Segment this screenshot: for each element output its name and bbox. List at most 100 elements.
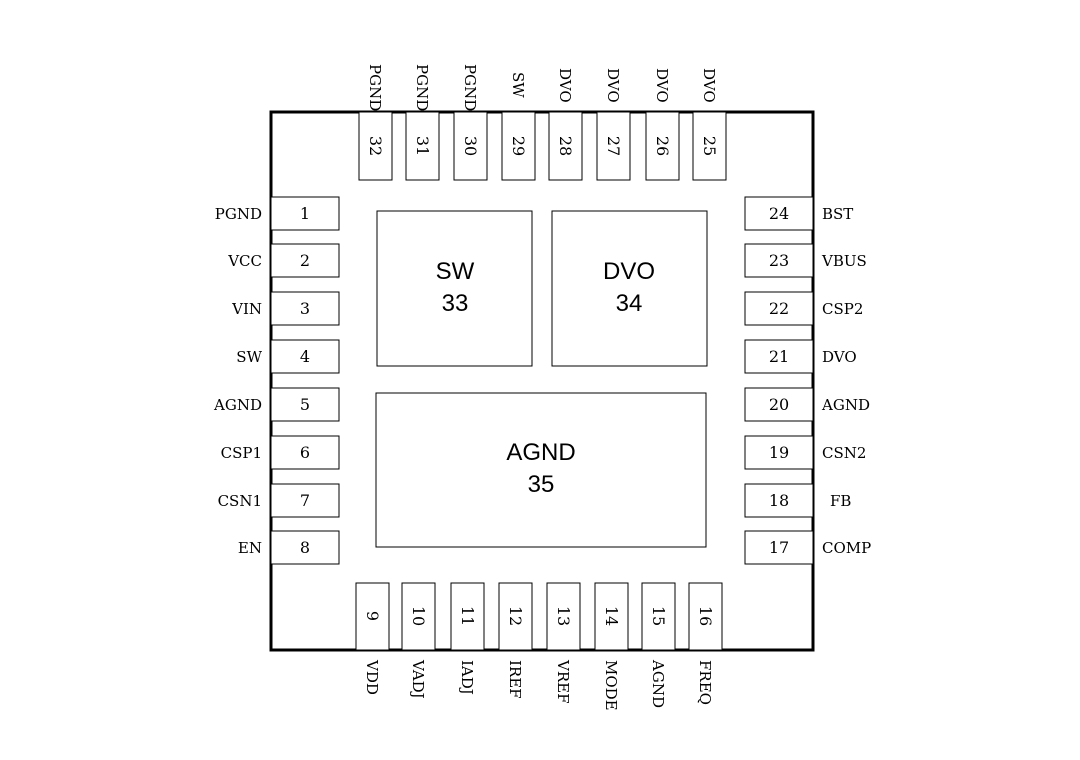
pin-2: 2 VCC xyxy=(227,243,340,278)
pin-20: 20 AGND xyxy=(744,387,870,422)
pin-name: CSN2 xyxy=(822,444,866,462)
pin-name: AGND xyxy=(213,396,262,414)
pin-name: VADJ xyxy=(409,659,427,699)
pin-number: 12 xyxy=(506,606,525,626)
pin-number: 14 xyxy=(602,606,621,626)
pin-name: DVO xyxy=(700,68,718,103)
exposed-pad-34: DVO 34 xyxy=(551,210,708,367)
package-body xyxy=(269,110,815,652)
pin-number: 11 xyxy=(458,606,477,626)
pin-number: 4 xyxy=(300,347,310,366)
pin-name: IADJ xyxy=(458,660,476,695)
pin-13: 13 VREF xyxy=(546,582,581,703)
pin-12: 12 IREF xyxy=(498,582,533,699)
pin-number: 8 xyxy=(300,538,310,557)
pin-15: 15 AGND xyxy=(641,582,676,708)
pin-name: CSN1 xyxy=(218,492,262,510)
pin-name: PGND xyxy=(413,64,431,111)
pin-name: CSP1 xyxy=(221,444,262,462)
pin-name: EN xyxy=(238,539,262,557)
pin-16: 16 FREQ xyxy=(688,582,723,705)
pin-32: 32 PGND xyxy=(358,64,393,181)
pin-number: 24 xyxy=(769,204,789,223)
pin-number: 18 xyxy=(769,491,789,510)
pad-name: DVO xyxy=(603,258,655,285)
pin-number: 30 xyxy=(461,136,480,156)
pin-6: 6 CSP1 xyxy=(221,435,340,470)
pin-name: VBUS xyxy=(821,252,867,270)
pin-26: 26 DVO xyxy=(645,68,680,181)
left-pin-row: 1 PGND 2 VCC 3 VIN 4 SW 5 AGND 6 CSP1 xyxy=(213,196,340,565)
pin-name: DVO xyxy=(653,68,671,103)
pin-number: 21 xyxy=(769,347,789,366)
pin-name: DVO xyxy=(822,348,857,366)
pin-number: 1 xyxy=(300,204,310,223)
pin-4: 4 SW xyxy=(236,339,340,374)
exposed-pad-35: AGND 35 xyxy=(375,392,707,548)
pin-name: SW xyxy=(509,72,527,98)
pin-name: BST xyxy=(822,205,853,223)
pin-number: 17 xyxy=(769,538,789,557)
pin-name: DVO xyxy=(556,68,574,103)
pin-name: AGND xyxy=(821,396,870,414)
pin-number: 31 xyxy=(413,136,432,156)
pin-name: SW xyxy=(236,348,262,366)
pin-name: VIN xyxy=(231,300,262,318)
pin-1: 1 PGND xyxy=(215,196,340,231)
pin-name: VDD xyxy=(363,659,381,695)
pin-number: 5 xyxy=(300,395,310,414)
pin-number: 29 xyxy=(509,136,528,156)
pin-name: MODE xyxy=(602,660,620,711)
pin-27: 27 DVO xyxy=(596,68,631,181)
pin-number: 22 xyxy=(769,299,789,318)
pin-name: FB xyxy=(830,492,851,510)
top-pin-row: 32 PGND 31 PGND 30 PGND 29 SW 28 DVO 27 … xyxy=(358,64,727,181)
pin-30: 30 PGND xyxy=(453,64,488,181)
pin-8: 8 EN xyxy=(238,530,340,565)
pin-18: 18 FB xyxy=(744,483,851,518)
pin-name: PGND xyxy=(366,64,384,111)
pin-22: 22 CSP2 xyxy=(744,291,863,326)
pin-name: DVO xyxy=(604,68,622,103)
pin-number: 23 xyxy=(769,251,789,270)
pin-number: 7 xyxy=(300,491,310,510)
pin-number: 28 xyxy=(556,136,575,156)
pin-name: CSP2 xyxy=(822,300,863,318)
pin-number: 20 xyxy=(769,395,789,414)
pin-7: 7 CSN1 xyxy=(218,483,340,518)
pin-number: 10 xyxy=(409,606,428,626)
pin-14: 14 MODE xyxy=(594,582,629,711)
pin-name: PGND xyxy=(461,64,479,111)
pad-number: 34 xyxy=(616,290,643,317)
pin-11: 11 IADJ xyxy=(450,582,485,695)
pad-name: SW xyxy=(436,258,475,285)
pin-21: 21 DVO xyxy=(744,339,857,374)
pin-number: 25 xyxy=(700,136,719,156)
pin-name: FREQ xyxy=(696,660,714,705)
pin-10: 10 VADJ xyxy=(401,582,436,699)
pin-number: 27 xyxy=(604,136,623,156)
pin-31: 31 PGND xyxy=(405,64,440,181)
pin-number: 16 xyxy=(696,606,715,626)
pin-number: 32 xyxy=(366,136,385,156)
pin-name: COMP xyxy=(822,539,871,557)
pin-5: 5 AGND xyxy=(213,387,340,422)
pin-number: 26 xyxy=(653,136,672,156)
pad-name: AGND xyxy=(506,439,575,466)
pin-9: 9 VDD xyxy=(355,582,390,695)
pin-19: 19 CSN2 xyxy=(744,435,866,470)
pin-25: 25 DVO xyxy=(692,68,727,181)
pad-number: 35 xyxy=(528,471,555,498)
right-pin-row: 24 BST 23 VBUS 22 CSP2 21 DVO 20 AGND 19… xyxy=(744,196,871,565)
pin-24: 24 BST xyxy=(744,196,853,231)
pin-number: 19 xyxy=(769,443,789,462)
pin-number: 13 xyxy=(554,606,573,626)
pin-name: AGND xyxy=(649,659,667,708)
pin-17: 17 COMP xyxy=(744,530,871,565)
pin-number: 2 xyxy=(300,251,310,270)
exposed-pad-33: SW 33 xyxy=(376,210,533,367)
pad-number: 33 xyxy=(442,290,469,317)
pin-number: 15 xyxy=(649,606,668,626)
pin-number: 9 xyxy=(363,611,382,621)
